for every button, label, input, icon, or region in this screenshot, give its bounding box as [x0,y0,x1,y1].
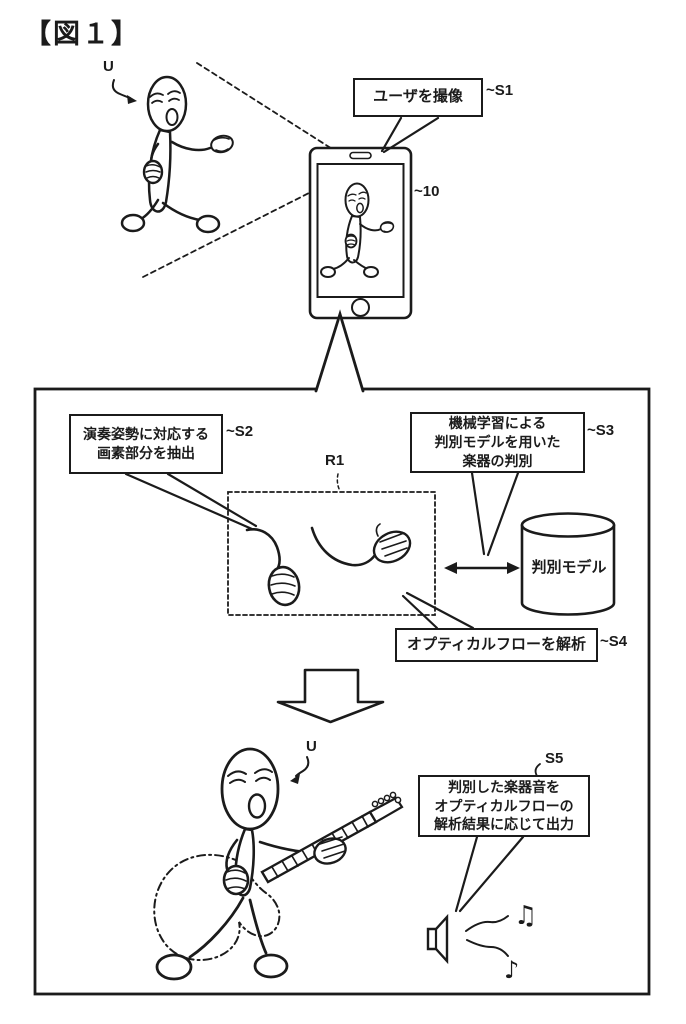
player-mouth [247,793,267,819]
extracted-right-fingers [375,523,408,557]
step-s3-box: 機械学習による 判別モデルを用いた 楽器の判別 [410,412,585,473]
player-right-foot [253,953,289,979]
user-head [146,75,188,133]
user-right-hand [210,134,234,154]
smartphone [308,146,413,320]
sound-wave-bottom [466,939,509,957]
player-left-fingers [225,869,247,890]
speaker-icon [426,913,449,965]
user-right-foot [195,214,221,234]
step-s3-line2: 判別モデルを用いた [434,434,561,451]
music-note-beamed-icon: ♫ [514,901,537,931]
down-arrow-icon [276,668,385,724]
player-head [220,747,280,831]
panel-notch-lines [314,309,365,393]
ref-device-10: ~10 [414,183,440,200]
user-figure-on-screen [320,182,395,278]
ref-s3: ~S3 [587,422,615,439]
player-legs [188,896,268,959]
home-button-icon [351,298,370,317]
step-s1-box: ユーザを撮像 [353,78,483,117]
user-left-foot [120,213,146,233]
step-s5-line1: 判別した楽器音を [448,778,560,795]
ref-s5: S5 [545,750,564,767]
user-bottom-leader-arrow [295,756,310,777]
user-right-fingers [213,136,230,153]
guitar-player-figure [153,747,404,981]
extracted-right-arm [310,526,377,567]
s2-callout-tail [124,472,258,531]
step-s2-line1: 演奏姿勢に対応する [83,426,209,443]
user-left-fingers [145,163,161,179]
player-left-arm [225,838,239,871]
music-note-single-icon: ♪ [504,956,519,984]
s5-callout-tail [454,835,525,913]
player-right-fingers [319,836,346,859]
sound-wave-top [465,915,509,932]
model-exchange-arrow [444,562,520,574]
figure-title: 【図１】 [24,19,140,49]
ref-r1: R1 [325,452,345,469]
s4-callout-tail [401,591,475,630]
s5-leader-squiggle [534,763,541,777]
ref-s1: ~S1 [486,82,514,99]
extracted-left-fist [267,565,301,607]
camera-fov-lines [142,62,338,278]
region-r1-leader [336,473,341,492]
step-s5-box: 判別した楽器音を オプティカルフローの 解析結果に応じて出力 [418,775,590,837]
step-s2-box: 演奏姿勢に対応する 画素部分を抽出 [69,414,223,474]
player-left-fist [222,864,250,896]
player-right-hand [313,837,347,865]
ref-user-top: U [103,58,114,75]
region-r1-rect [227,491,436,616]
earpiece-icon [349,151,372,160]
step-s5-line3: 解析結果に応じて出力 [434,816,574,833]
user-right-arm [170,140,212,152]
s1-callout-tail [380,116,440,154]
step-s1-text: ユーザを撮像 [373,88,463,106]
step-s4-text: オプティカルフローを解析 [406,635,587,653]
database-label: 判別モデル [531,559,607,576]
ref-user-bottom: U [306,738,317,755]
user-bottom-arrowhead [290,774,300,784]
processing-panel [33,309,651,996]
step-s3-line1: 機械学習による [448,415,547,432]
guitar-body-outline [153,853,281,961]
extracted-arms [245,523,412,607]
ref-s4: ~S4 [600,633,628,650]
player-left-foot [155,953,193,981]
user-eyes [149,90,181,104]
extracted-left-arm [245,528,281,573]
step-s3-line3: 楽器の判別 [462,452,533,469]
guitar-headstock [368,796,404,824]
step-s4-box: オプティカルフローを解析 [395,628,598,662]
s3-callout-tail [470,471,520,557]
guitar-tuning-pegs [371,791,402,808]
step-s2-line2: 画素部分を抽出 [97,445,195,461]
player-eyes [227,768,273,784]
panel-notch-fill [315,313,364,394]
extracted-left-fingers [270,573,296,596]
model-database-cylinder [520,512,616,616]
user-figure-top [120,75,234,234]
ref-s2: ~S2 [226,423,254,440]
user-mouth [165,108,179,126]
step-s5-line2: オプティカルフローの [434,797,574,814]
user-top-arrowhead [127,95,137,104]
extracted-right-hand [372,530,412,564]
